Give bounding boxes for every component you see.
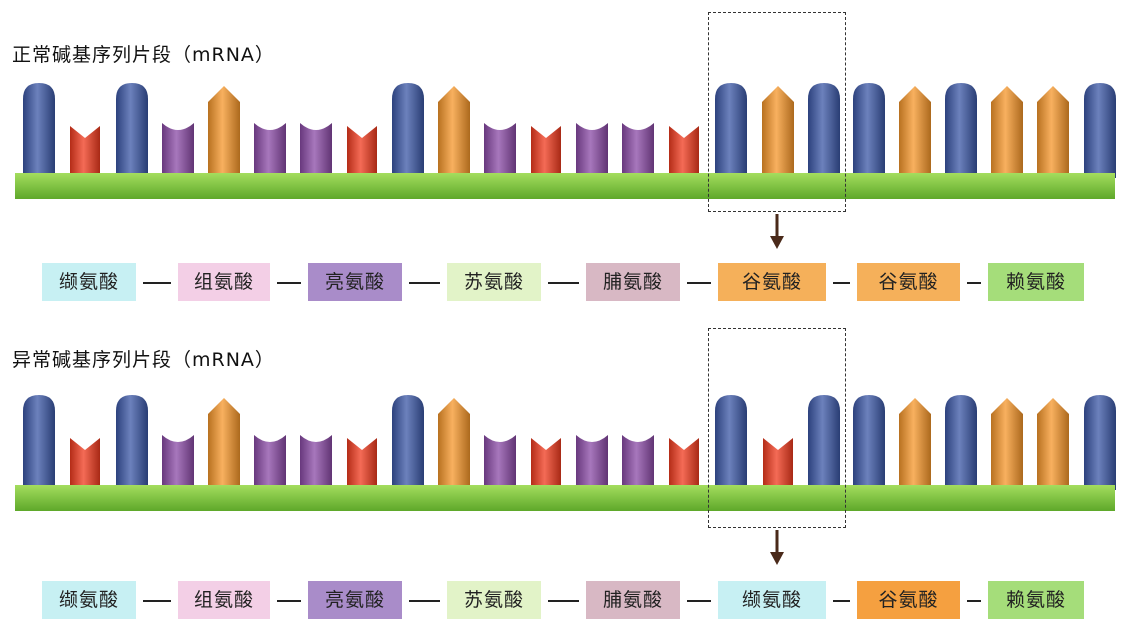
base-orange [208, 86, 240, 178]
amino-acid-box: 赖氨酸 [988, 263, 1084, 301]
base-purple [300, 123, 332, 178]
base-red [70, 126, 100, 178]
abnormal-sequence-section: 异常碱基序列片段（mRNA） 缬氨酸组氨酸亮氨酸苏氨酸脯氨酸缬氨酸谷氨酸赖氨酸 [0, 310, 1130, 619]
peptide-bond-line [143, 282, 171, 284]
amino-acid-box: 苏氨酸 [447, 581, 541, 619]
base-blue [808, 83, 840, 178]
peptide-bond-line [548, 600, 579, 602]
base-orange [438, 398, 470, 490]
base-purple [484, 435, 516, 490]
base-blue [808, 395, 840, 490]
base-purple [162, 435, 194, 490]
base-blue [853, 83, 885, 178]
base-red [763, 438, 793, 490]
base-red [531, 126, 561, 178]
base-orange [1037, 86, 1069, 178]
amino-acid-box: 亮氨酸 [308, 581, 402, 619]
base-orange [991, 86, 1023, 178]
base-red [347, 126, 377, 178]
base-purple [576, 123, 608, 178]
down-arrow-icon [770, 530, 784, 565]
peptide-bond-line [687, 600, 711, 602]
base-blue [1084, 395, 1116, 490]
base-orange [762, 86, 794, 178]
base-red [347, 438, 377, 490]
base-blue [116, 395, 148, 490]
base-red [669, 438, 699, 490]
base-orange [208, 398, 240, 490]
base-purple [300, 435, 332, 490]
peptide-bond-line [967, 600, 981, 602]
normal-sequence-title: 正常碱基序列片段（mRNA） [12, 44, 275, 66]
peptide-bond-line [548, 282, 579, 284]
amino-acid-box: 脯氨酸 [586, 581, 680, 619]
base-blue [392, 83, 424, 178]
base-purple [254, 123, 286, 178]
base-red [531, 438, 561, 490]
amino-acid-box: 缬氨酸 [718, 581, 826, 619]
mrna-backbone [15, 173, 1115, 199]
peptide-bond-line [833, 282, 850, 284]
peptide-bond-line [409, 600, 440, 602]
base-purple [622, 435, 654, 490]
base-purple [484, 123, 516, 178]
base-blue [392, 395, 424, 490]
peptide-bond-line [277, 282, 301, 284]
peptide-bond-line [143, 600, 171, 602]
peptide-bond-line [687, 282, 711, 284]
base-blue [1084, 83, 1116, 178]
amino-acid-box: 缬氨酸 [42, 263, 136, 301]
peptide-bond-line [409, 282, 440, 284]
amino-acid-box: 谷氨酸 [857, 263, 960, 301]
base-blue [23, 83, 55, 178]
normal-codon-highlight-box [708, 12, 846, 212]
mrna-backbone [15, 485, 1115, 511]
base-red [669, 126, 699, 178]
amino-acid-box: 苏氨酸 [447, 263, 541, 301]
abnormal-mrna-strand [15, 395, 1116, 511]
base-purple [622, 123, 654, 178]
peptide-bond-line [277, 600, 301, 602]
base-blue [945, 83, 977, 178]
down-arrow-icon [770, 214, 784, 249]
base-blue [116, 83, 148, 178]
base-blue [853, 395, 885, 490]
base-orange [899, 398, 931, 490]
base-orange [438, 86, 470, 178]
amino-acid-box: 脯氨酸 [586, 263, 680, 301]
amino-acid-box: 谷氨酸 [718, 263, 826, 301]
peptide-bond-line [833, 600, 850, 602]
amino-acid-box: 组氨酸 [178, 263, 270, 301]
normal-sequence-section: 正常碱基序列片段（mRNA） 缬氨酸组氨酸亮氨酸苏氨酸脯氨酸谷氨酸谷氨酸赖氨酸 [0, 0, 1130, 310]
base-blue [945, 395, 977, 490]
amino-acid-box: 组氨酸 [178, 581, 270, 619]
abnormal-sequence-title: 异常碱基序列片段（mRNA） [12, 349, 275, 371]
abnormal-amino-acid-chain: 缬氨酸组氨酸亮氨酸苏氨酸脯氨酸缬氨酸谷氨酸赖氨酸 [0, 581, 1130, 621]
peptide-bond-line [967, 282, 981, 284]
base-orange [1037, 398, 1069, 490]
base-purple [576, 435, 608, 490]
normal-mrna-strand [15, 83, 1116, 199]
amino-acid-box: 缬氨酸 [42, 581, 136, 619]
amino-acid-box: 谷氨酸 [857, 581, 960, 619]
normal-amino-acid-chain: 缬氨酸组氨酸亮氨酸苏氨酸脯氨酸谷氨酸谷氨酸赖氨酸 [0, 263, 1130, 303]
base-red [70, 438, 100, 490]
base-purple [162, 123, 194, 178]
base-purple [254, 435, 286, 490]
amino-acid-box: 赖氨酸 [988, 581, 1084, 619]
base-orange [899, 86, 931, 178]
base-blue [715, 83, 747, 178]
abnormal-codon-highlight-box [708, 328, 846, 528]
base-blue [715, 395, 747, 490]
base-blue [23, 395, 55, 490]
amino-acid-box: 亮氨酸 [308, 263, 402, 301]
base-orange [991, 398, 1023, 490]
